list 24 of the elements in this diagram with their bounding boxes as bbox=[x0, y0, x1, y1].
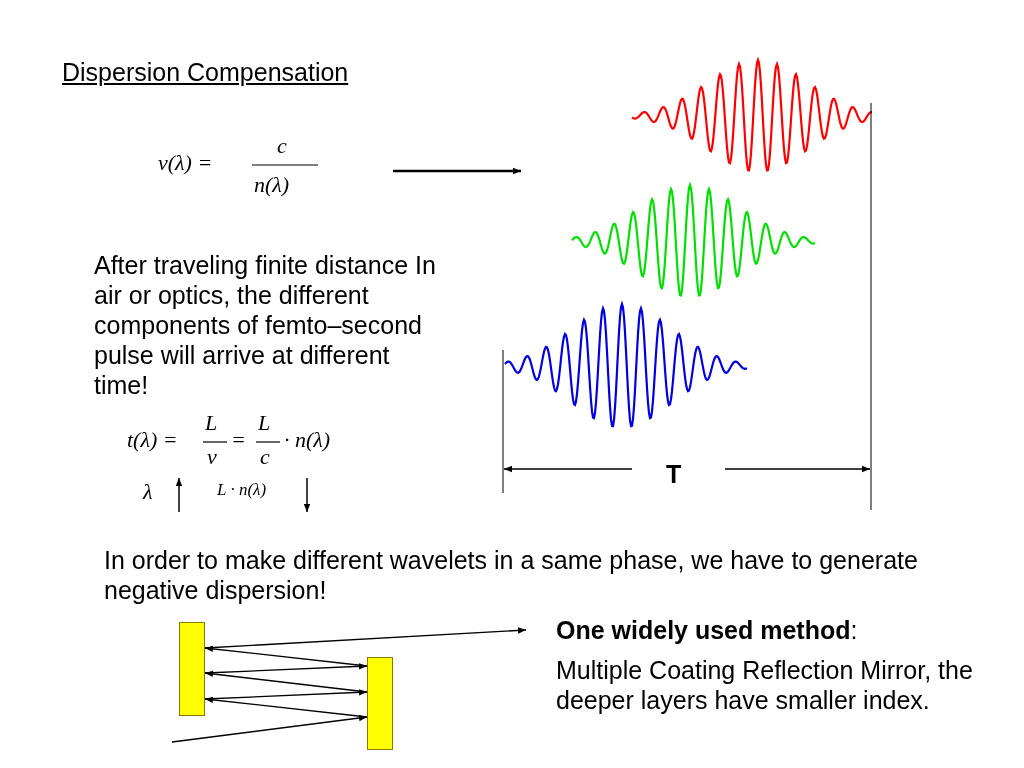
formula: L · n(λ) bbox=[217, 480, 267, 500]
mirror bbox=[367, 657, 393, 750]
dimension-label: T bbox=[666, 459, 682, 489]
paragraph: Multiple Coating Reflection Mirror, the deeper layers have smaller index. bbox=[556, 655, 974, 715]
title: Dispersion Compensation bbox=[62, 58, 349, 87]
formula: L bbox=[258, 410, 271, 436]
formula: λ bbox=[143, 479, 153, 505]
paragraph: In order to make different wavelets in a same phase, we have to generate negative dispersion! bbox=[104, 545, 919, 605]
ray-arrow bbox=[204, 627, 527, 649]
formula: L bbox=[205, 410, 218, 436]
formula: n(λ) bbox=[254, 172, 290, 198]
ray-arrow bbox=[204, 663, 368, 674]
formula: v(λ) = bbox=[158, 150, 213, 176]
formula: v bbox=[207, 444, 217, 470]
formula: · n(λ) bbox=[284, 427, 331, 453]
formula: c bbox=[260, 444, 270, 470]
formula: t(λ) = bbox=[127, 427, 178, 453]
formula: = bbox=[231, 427, 246, 453]
mirror bbox=[179, 622, 205, 716]
heading: One widely used method: bbox=[556, 615, 858, 645]
formula: c bbox=[277, 133, 287, 159]
ray-arrow bbox=[171, 714, 368, 743]
paragraph: After traveling finite distance In air or optics, the different components of femto–second pulse will arrive at different time! bbox=[94, 250, 437, 400]
ray-arrow bbox=[204, 689, 368, 700]
